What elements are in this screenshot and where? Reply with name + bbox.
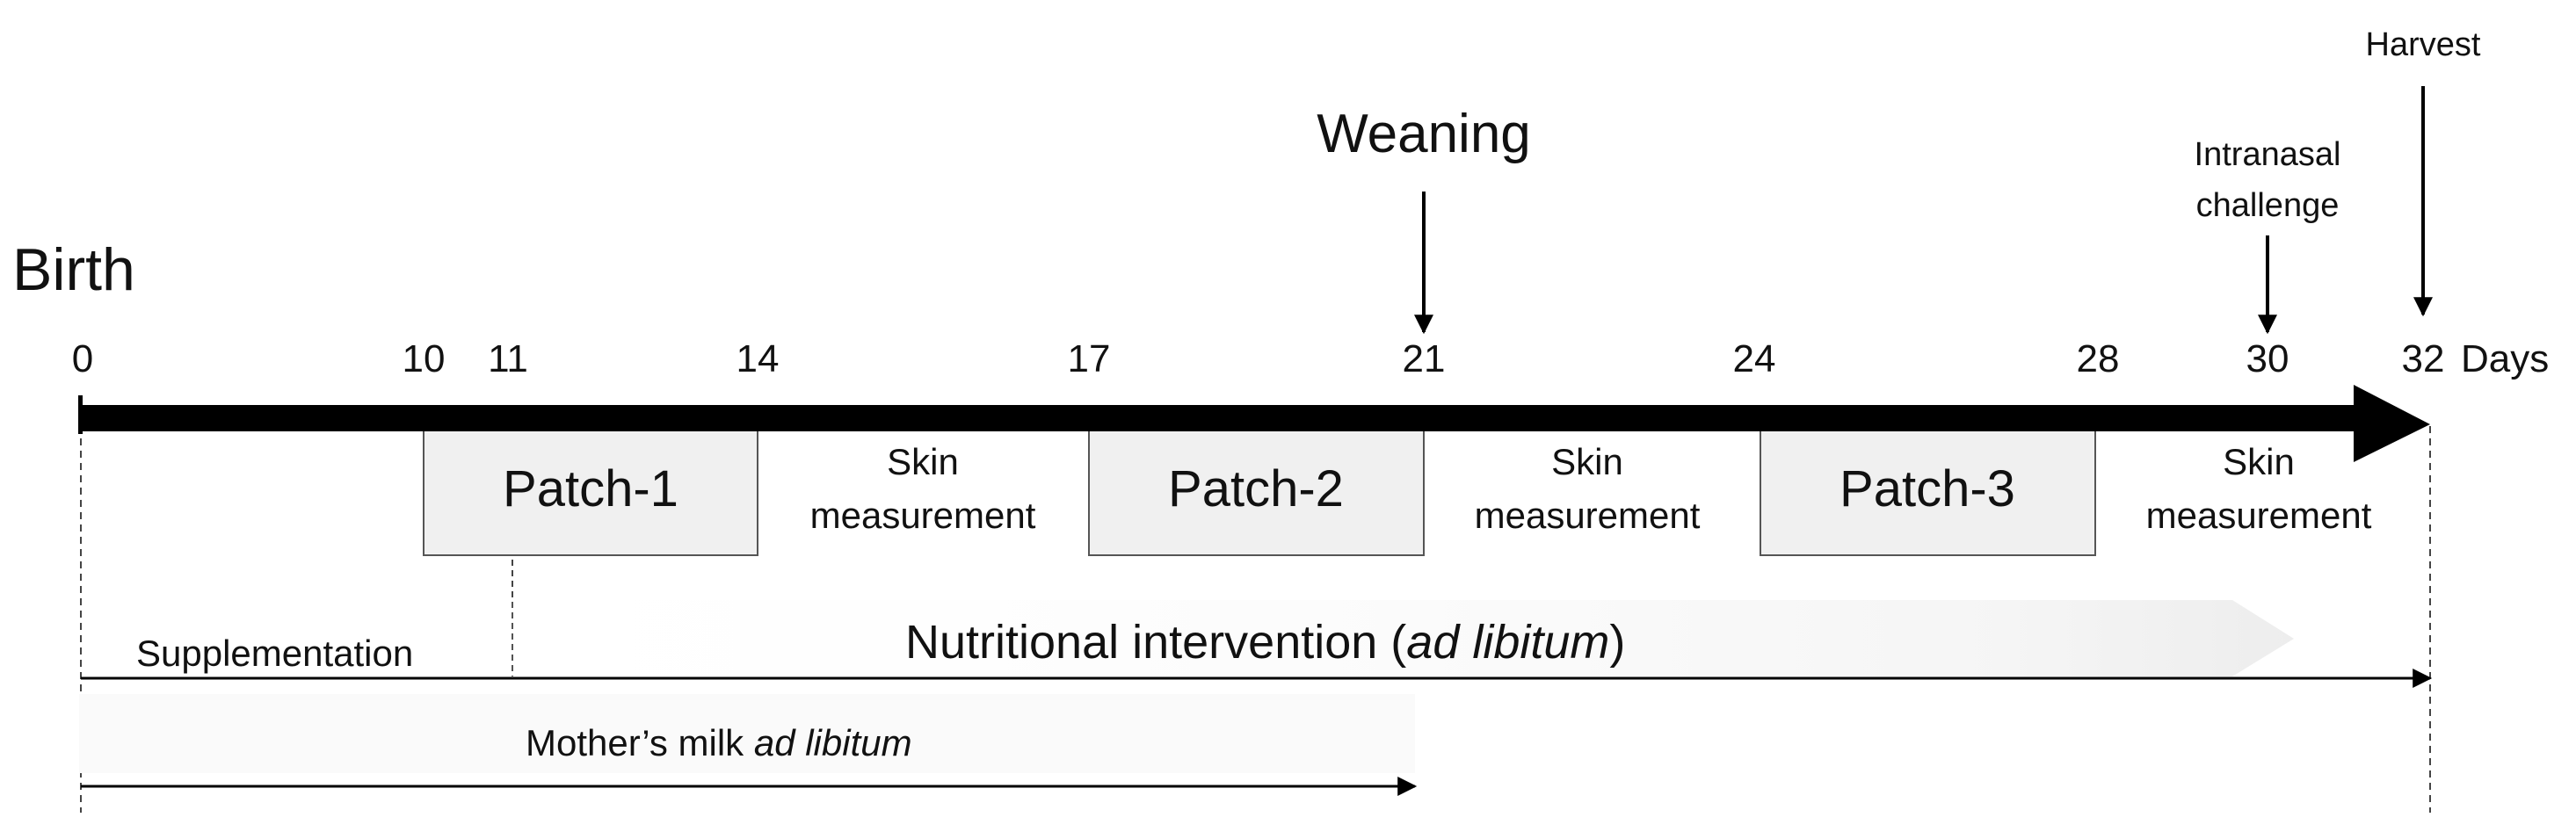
- timeline-arrow: [78, 385, 2430, 462]
- patch-3-label: Patch-3: [1839, 460, 2015, 517]
- patch-1-label: Patch-1: [503, 460, 678, 517]
- tick-label: 10: [403, 337, 446, 380]
- mothers-milk-italic: ad libitum: [754, 722, 912, 763]
- tick-label: 24: [1733, 337, 1776, 380]
- nutritional-intervention-block-arrow: [369, 600, 2294, 676]
- tick-label: 21: [1403, 337, 1446, 380]
- patch-2-box: [1088, 425, 1425, 556]
- skin-measurement-1-line2: measurement: [810, 495, 1036, 536]
- intranasal-label-line1: Intranasal: [2195, 136, 2341, 173]
- skin-measurement-3-line2: measurement: [2146, 495, 2372, 536]
- patch-2-label: Patch-2: [1168, 460, 1344, 517]
- intranasal-label-line2: challenge: [2196, 187, 2340, 224]
- tick-label: 14: [737, 337, 780, 380]
- skin-measurement-3-line1: Skin: [2223, 441, 2295, 482]
- nutritional-intervention-italic: ad libitum: [1406, 616, 1609, 669]
- tick-label: 17: [1068, 337, 1111, 380]
- mothers-milk-background: [79, 694, 1415, 773]
- supplementation-label: Supplementation: [136, 633, 413, 674]
- mothers-milk-label: Mother’s milk ad libitum: [526, 722, 912, 763]
- skin-measurement-1-line1: Skin: [887, 441, 959, 482]
- skin-measurement-2-line2: measurement: [1475, 495, 1701, 536]
- axis-unit-label: Days: [2461, 337, 2549, 380]
- patch-1-box: [423, 425, 758, 556]
- tick-label: 11: [488, 337, 528, 380]
- tick-label: 30: [2246, 337, 2289, 380]
- tick-label: 28: [2077, 337, 2120, 380]
- nutritional-intervention-label: Nutritional intervention (ad libitum): [905, 616, 1625, 669]
- weaning-label: Weaning: [1317, 104, 1531, 164]
- nutritional-intervention-text: Nutritional intervention (: [905, 616, 1406, 669]
- birth-label: Birth: [12, 236, 135, 303]
- nutritional-intervention-close: ): [1609, 616, 1625, 669]
- skin-measurement-2-line1: Skin: [1551, 441, 1623, 482]
- tick-labels: 0 10 11 14 17 21 24 28 30 32: [72, 337, 2445, 380]
- mothers-milk-text: Mother’s milk: [526, 722, 754, 763]
- tick-label: 32: [2402, 337, 2445, 380]
- tick-label: 0: [72, 337, 93, 380]
- harvest-label: Harvest: [2366, 26, 2481, 63]
